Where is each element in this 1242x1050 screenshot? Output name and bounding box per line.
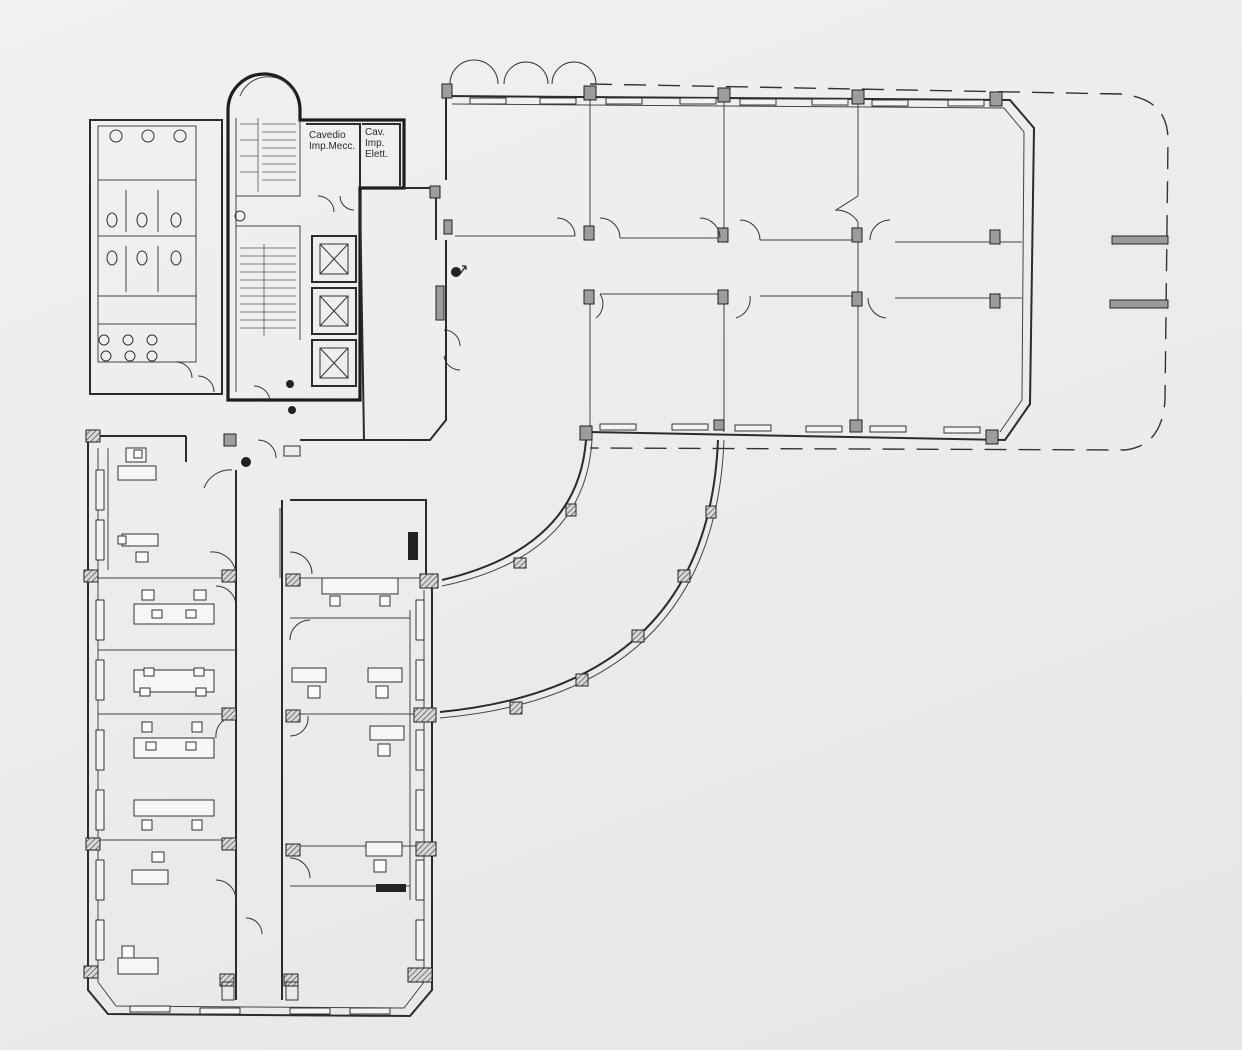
site-boundary-dashed: [589, 83, 1169, 451]
label-cavedio-elett: Cav. Imp. Elett.: [365, 127, 388, 160]
east-wing: [300, 59, 1169, 445]
restrooms: [89, 119, 223, 395]
west-wing: [83, 429, 439, 1018]
building-core: [223, 72, 467, 467]
curved-connector: [439, 439, 725, 719]
furniture: [117, 447, 405, 975]
label-cavedio-mecc: Cavedio Imp.Mecc.: [309, 130, 356, 152]
